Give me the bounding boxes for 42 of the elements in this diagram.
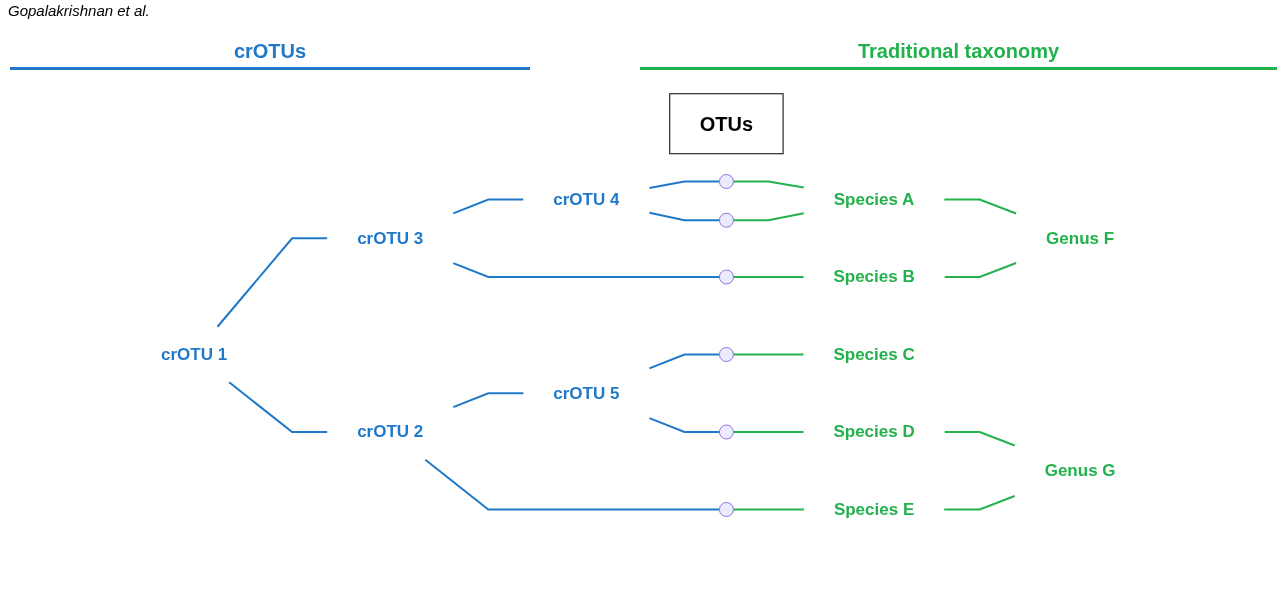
node-circle bbox=[719, 174, 735, 189]
connector bbox=[452, 198, 525, 215]
node-circle bbox=[719, 502, 735, 517]
node-circle bbox=[719, 212, 735, 228]
connector bbox=[943, 431, 1016, 447]
node-text: Genus F bbox=[1046, 228, 1115, 248]
citation-text: Gopalakrishnan et al. bbox=[8, 2, 150, 19]
connector bbox=[648, 211, 721, 222]
node-text: Species C bbox=[833, 344, 915, 364]
node-text: crOTU 5 bbox=[553, 383, 620, 403]
connector bbox=[216, 237, 329, 328]
connector bbox=[452, 262, 721, 278]
node-box: OTUs bbox=[669, 93, 784, 155]
connector bbox=[732, 276, 805, 278]
connector bbox=[732, 508, 806, 511]
node-circle bbox=[719, 424, 735, 440]
connector bbox=[732, 431, 805, 433]
connector bbox=[732, 212, 805, 222]
node-text: Species B bbox=[833, 267, 915, 287]
node-text: Species E bbox=[834, 499, 915, 519]
connector bbox=[943, 495, 1016, 511]
section-heading: crOTUs bbox=[10, 40, 530, 70]
node-text: crOTU 4 bbox=[553, 189, 620, 209]
node-text: Species A bbox=[833, 189, 915, 209]
connector bbox=[648, 417, 721, 433]
node-circle bbox=[719, 347, 735, 362]
connector bbox=[228, 381, 329, 433]
connector bbox=[424, 458, 721, 511]
connector bbox=[943, 198, 1018, 215]
connector bbox=[943, 261, 1018, 278]
node-text: crOTU 1 bbox=[161, 344, 228, 364]
connector bbox=[648, 180, 721, 189]
node-text: crOTU 3 bbox=[357, 228, 424, 248]
connector bbox=[452, 392, 525, 409]
node-text: crOTU 2 bbox=[357, 422, 424, 442]
node-text: Genus G bbox=[1044, 461, 1116, 480]
node-text: Species D bbox=[833, 422, 915, 442]
node-circle bbox=[719, 269, 735, 285]
connector bbox=[648, 353, 721, 370]
connector bbox=[732, 353, 805, 356]
section-heading: Traditional taxonomy bbox=[640, 40, 1277, 70]
connector bbox=[732, 180, 805, 189]
